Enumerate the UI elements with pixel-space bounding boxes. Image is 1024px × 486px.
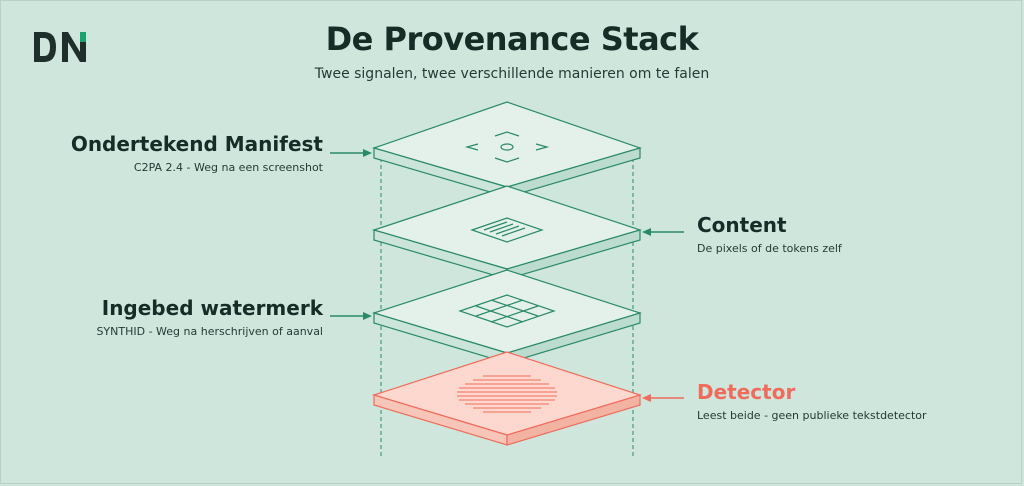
label-content: Content De pixels of de tokens zelf — [697, 213, 842, 255]
dn-logo — [34, 32, 86, 62]
arrow-content — [642, 228, 684, 236]
arrow-detector — [642, 394, 684, 402]
arrow-watermark — [330, 312, 372, 320]
page-title: De Provenance Stack — [325, 20, 699, 58]
label-content-title: Content — [697, 213, 787, 237]
label-watermark-title: Ingebed watermerk — [101, 296, 323, 320]
label-detector-subtitle: Leest beide - geen publieke tekstdetecto… — [697, 409, 927, 422]
layer-manifest — [372, 101, 642, 198]
label-watermark: Ingebed watermerk SYNTHID - Weg na hersc… — [96, 296, 323, 338]
layer-detector — [371, 351, 643, 446]
label-manifest-title: Ondertekend Manifest — [70, 132, 323, 156]
page-subtitle: Twee signalen, twee verschillende manier… — [314, 66, 710, 82]
label-detector-title: Detector — [697, 380, 796, 404]
layer-content — [371, 185, 643, 280]
frame-icon — [464, 131, 550, 163]
label-content-subtitle: De pixels of de tokens zelf — [697, 242, 842, 255]
layer-watermark — [371, 269, 643, 364]
grid-icon — [458, 294, 556, 328]
label-watermark-subtitle: SYNTHID - Weg na herschrijven of aanval — [96, 325, 323, 338]
label-detector: Detector Leest beide - geen publieke tek… — [697, 380, 927, 422]
arrow-manifest — [330, 149, 372, 157]
label-manifest: Ondertekend Manifest C2PA 2.4 - Weg na e… — [71, 132, 323, 174]
label-manifest-subtitle: C2PA 2.4 - Weg na een screenshot — [133, 161, 323, 174]
document-icon — [470, 217, 544, 243]
lines-icon — [457, 375, 557, 413]
